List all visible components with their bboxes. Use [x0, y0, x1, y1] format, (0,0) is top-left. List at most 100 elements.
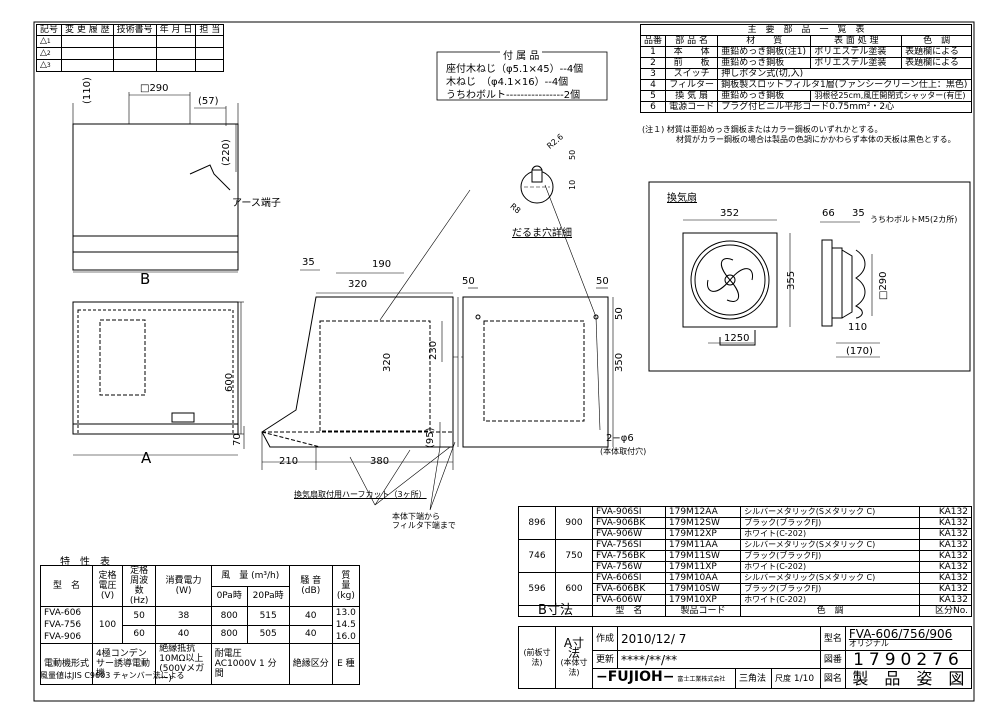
model-code-2-2: 179M11SW [664, 550, 742, 562]
dim-320-horizontal: 320 [348, 279, 368, 290]
label-b: B [140, 270, 151, 288]
spec-voltage: 100 [92, 606, 124, 644]
parts-row-1-material: 亜鉛めっき鋼板(注1) [717, 46, 812, 58]
earth-terminal-label: アース端子 [232, 198, 281, 209]
rev-h-history: 変 更 履 歴 [61, 24, 114, 36]
model-class-2-1: KA132 [919, 539, 972, 551]
tb-model-label: 型名 [819, 626, 846, 651]
parts-table-title: 主 要 部 品 一 覧 表 [640, 24, 972, 36]
spec-60-air20: 505 [246, 624, 290, 644]
parts-row-2-material: 亜鉛めっき鋼板 [717, 57, 812, 69]
model-code-1-3: 179M12XP [664, 528, 742, 540]
model-code-1-1: 179M12AA [664, 506, 742, 518]
fan-dim-290: □290 [878, 271, 889, 300]
daruma-caption: だるま穴詳細 [512, 228, 572, 239]
accessory-line-2: 木ねじ （φ4.1×16）--4個 [446, 77, 569, 88]
accessory-line-3: うちわボルト----------------2個 [446, 90, 581, 101]
model-row-2-3: FVA-756W [592, 561, 666, 573]
dim-95: (95) [425, 427, 436, 448]
tb-b-dim: B寸法 [518, 604, 593, 617]
rev-h-date: 年 月 日 [155, 24, 197, 36]
parts-row-3-name: スイッチ [665, 68, 719, 80]
rev-h-mark: 記号 [35, 24, 63, 36]
model-class-3-3: KA132 [919, 594, 972, 606]
model-h-class: 区分No. [919, 605, 972, 617]
model-b-1: 896 [518, 506, 556, 540]
spec-title: 特 性 表 [60, 557, 110, 568]
spec-insul: 絶縁抵抗 10MΩ以上(500Vメガー) [155, 643, 212, 685]
spec-model-3: FVA-906 [44, 632, 82, 642]
model-color-1-1: シルバーメタリック(Sメタリック C) [740, 506, 921, 518]
model-row-1-3: FVA-906W [592, 528, 666, 540]
model-class-1-3: KA132 [919, 528, 972, 540]
side-view-outline [261, 296, 454, 448]
spec-60-power: 40 [155, 624, 212, 644]
spec-model-1: FVA-606 [44, 608, 82, 618]
tb-doc-title: 製 品 姿 図 [844, 668, 973, 689]
tb-company: −FUJIOH− [596, 669, 675, 685]
parts-h-material: 材 質 [717, 35, 812, 47]
revision-table: 記号 変 更 履 歴 技術書号 年 月 日 担 当 △1 △2 △3 [35, 24, 225, 72]
parts-row-2-color: 表題欄による [901, 57, 972, 69]
spec-h-mass: 質 量 (kg) [331, 565, 361, 607]
tb-revised-label: 更新 [591, 650, 619, 669]
tb-scale-cell: 尺度 1/10 [771, 668, 821, 689]
spec-h-freq: 定格周波数 (Hz) [122, 565, 157, 607]
dim-190: 190 [372, 259, 392, 270]
parts-row-5-no: 5 [639, 90, 667, 102]
drawing-frame [33, 21, 975, 702]
model-color-2-3: ホワイト(C-202) [740, 561, 921, 573]
spec-mass-2: 14.5 [335, 620, 356, 630]
parts-row-2-finish: ポリエステル塗装 [810, 57, 903, 69]
model-h-model: 型 名 [592, 605, 666, 617]
body-front-outline [72, 301, 239, 435]
rev-mark-3: △3 [35, 59, 63, 72]
tb-model-cell: FVA-606/756/906 オリジナル [844, 626, 973, 651]
model-h-code: 製品コード [664, 605, 742, 617]
dim-70: 70 [232, 433, 243, 446]
model-code-2-3: 179M11XP [664, 561, 742, 573]
tb-model: FVA-606/756/906 [848, 626, 953, 641]
spec-50-power: 38 [155, 606, 212, 626]
accessory-line-1: 座付木ねじ（φ5.1×45）--4個 [446, 64, 584, 75]
back-view-outline [462, 296, 609, 448]
model-color-3-2: ブラック(ブラックFJ) [740, 583, 921, 595]
spec-h-voltage: 定格電圧 (V) [92, 565, 124, 607]
dim-320-vertical: 320 [382, 352, 393, 372]
spec-50-air0: 800 [210, 606, 248, 626]
model-code-3-2: 179M10SW [664, 583, 742, 595]
spec-50-freq: 50 [122, 606, 157, 626]
parts-row-6-material: プラグ付ビニル平形コード0.75mm²・2心 [717, 101, 972, 113]
tb-b-block: (前板寸法) [518, 626, 556, 689]
tb-revised: ****/**/** [617, 650, 821, 669]
model-code-1-2: 179M12SW [664, 517, 742, 529]
model-row-1-2: FVA-906BK [592, 517, 666, 529]
model-class-3-1: KA132 [919, 572, 972, 584]
dim-350: 350 [614, 352, 625, 372]
spec-motor-value: 4極コンデンサー誘導電動機 [92, 643, 157, 685]
model-a-2: 750 [555, 539, 593, 573]
fan-title: 換気扇 [667, 193, 697, 204]
model-color-2-2: ブラック(ブラックFJ) [740, 550, 921, 562]
model-color-2-1: シルバーメタリック(Sメタリック C) [740, 539, 921, 551]
model-color-3-3: ホワイト(C-202) [740, 594, 921, 606]
parts-row-2-name: 前 板 [665, 57, 719, 69]
label-a: A [141, 449, 152, 467]
fan-dim-66: 66 [822, 208, 835, 219]
parts-row-5-name: 換 気 扇 [665, 90, 719, 102]
model-color-1-2: ブラック(ブラックFJ) [740, 517, 921, 529]
spec-50-noise: 40 [288, 606, 333, 626]
dim-290-top: □290 [140, 83, 169, 94]
model-class-2-3: KA132 [919, 561, 972, 573]
model-row-2-2: FVA-756BK [592, 550, 666, 562]
spec-60-air0: 800 [210, 624, 248, 644]
parts-row-1-finish: ポリエステル塗装 [810, 46, 903, 58]
rev-h-person: 担 当 [195, 24, 225, 36]
spec-h-noise: 騒 音 (dB) [288, 565, 333, 607]
parts-table: 主 要 部 品 一 覧 表 品番 部 品 名 材 質 表 面 処 理 色 調 1… [639, 24, 972, 113]
fan-dim-1250: 1250 [724, 333, 750, 344]
daruma-10: 10 [568, 179, 577, 190]
rev-h-doc: 技術書号 [112, 24, 157, 36]
parts-row-5-material: 亜鉛めっき鋼板 [717, 90, 812, 102]
